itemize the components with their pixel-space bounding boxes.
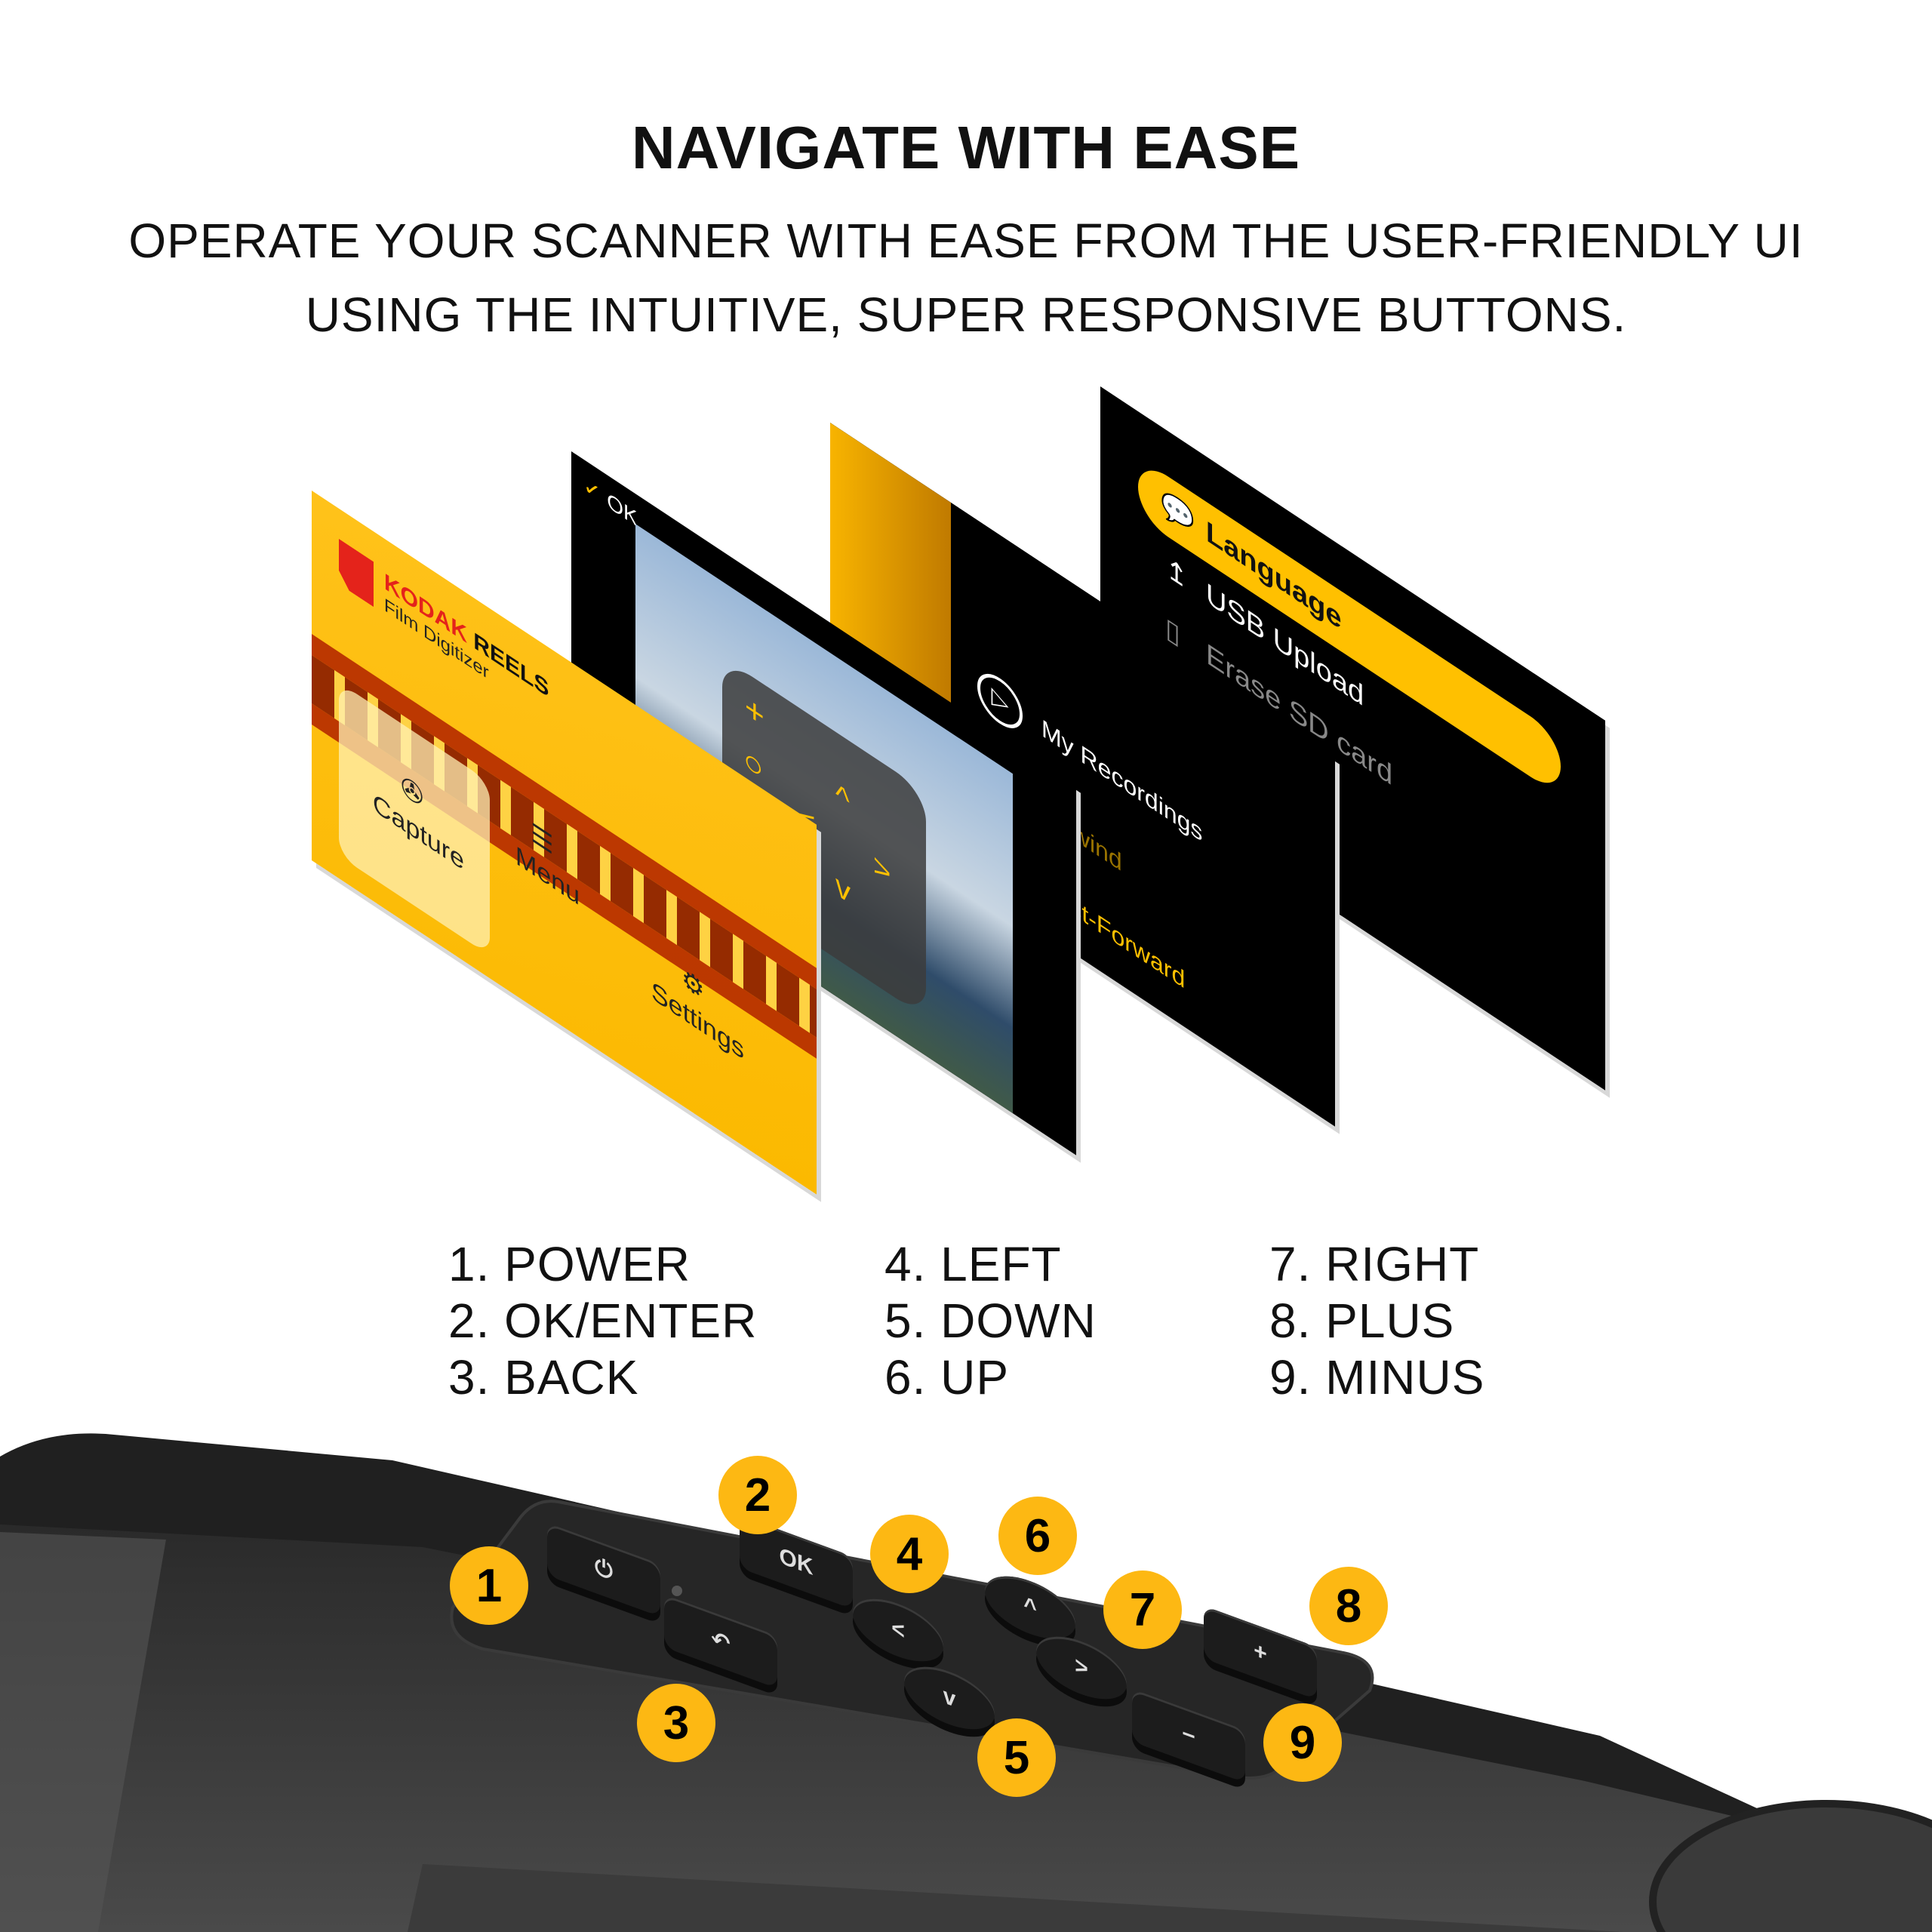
subtitle-line-1: OPERATE YOUR SCANNER WITH EASE FROM THE … [128,214,1804,268]
kodak-logo [339,539,374,607]
page-title: NAVIGATE WITH EASE [631,114,1301,181]
legend-left: 4. LEFT [884,1237,1062,1291]
badge-6: 6 [998,1497,1077,1575]
legend-column-2: 4. LEFT 5. DOWN 6. UP [884,1236,1097,1406]
badge-7: 7 [1103,1571,1182,1649]
legend-down: 5. DOWN [884,1294,1097,1348]
up-arrow-icon: ^ [835,777,850,820]
legend-column-3: 7. RIGHT 8. PLUS 9. MINUS [1269,1236,1484,1406]
check-icon: ✓ [583,472,601,508]
badge-8: 8 [1309,1567,1388,1645]
badge-5: 5 [977,1718,1056,1797]
legend-up: 6. UP [884,1350,1010,1404]
right-arrow-icon: > [873,847,891,893]
legend-minus: 9. MINUS [1269,1350,1485,1404]
legend-power: 1. POWER [448,1237,691,1291]
ok-label: OK [607,488,638,532]
down-arrow-icon: v [835,867,851,911]
badge-1: 1 [450,1546,528,1625]
subtitle-line-2: USING THE INTUITIVE, SUPER RESPONSIVE BU… [305,288,1627,342]
badge-9: 9 [1263,1703,1342,1782]
badge-4: 4 [870,1515,949,1593]
legend-plus: 8. PLUS [1269,1294,1455,1348]
upload-icon: ↥ [1165,549,1189,596]
legend-back: 3. BACK [448,1350,639,1404]
plus-icon: + [745,687,764,737]
badge-2: 2 [718,1456,797,1534]
badge-3: 3 [637,1684,715,1762]
legend-ok-enter: 2. OK/ENTER [448,1294,758,1348]
legend-column-1: 1. POWER 2. OK/ENTER 3. BACK [448,1236,757,1406]
legend-right: 7. RIGHT [1269,1237,1480,1291]
